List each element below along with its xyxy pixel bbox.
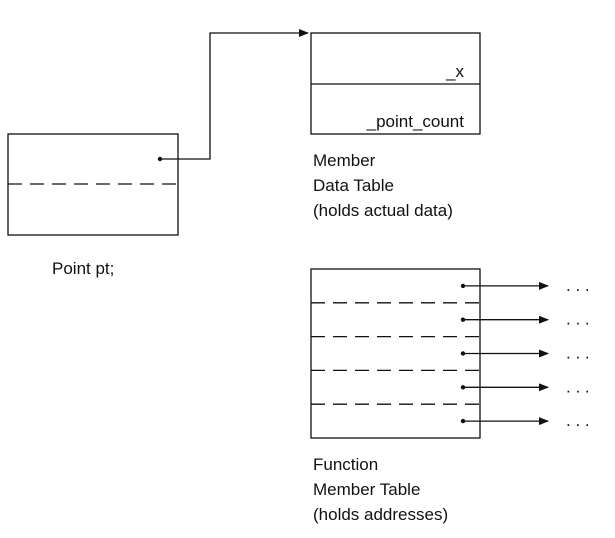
function-row-ellipsis: . . . xyxy=(566,276,590,295)
pointer-arrow-to-data-table xyxy=(160,29,309,160)
function-row-ellipsis: . . . xyxy=(566,377,590,396)
function-row-ellipsis: . . . xyxy=(566,310,590,329)
member-data-table: _x _point_count Member Data Table (holds… xyxy=(310,32,481,220)
function-member-table-box xyxy=(310,268,481,439)
function-member-table-caption-line2: Member Table xyxy=(313,480,420,499)
member-data-table-caption-line1: Member xyxy=(313,151,376,170)
point-object-caption: Point pt; xyxy=(52,259,114,278)
function-member-table-caption-line1: Function xyxy=(313,455,378,474)
function-member-rows: . . . . . . . . . . . . . . . xyxy=(311,276,590,430)
member-data-table-caption-line3: (holds actual data) xyxy=(313,201,453,220)
member-data-row-point-count: _point_count xyxy=(366,112,465,131)
function-row-ellipsis: . . . xyxy=(566,344,590,363)
member-data-table-caption-line2: Data Table xyxy=(313,176,394,195)
function-row-ellipsis: . . . xyxy=(566,411,590,430)
function-member-table-caption-line3: (holds addresses) xyxy=(313,505,448,524)
member-data-row-x: _x xyxy=(445,62,464,81)
function-member-table: . . . . . . . . . . . . . . . Function Membe… xyxy=(310,268,590,524)
point-object: Point pt; xyxy=(7,133,179,278)
